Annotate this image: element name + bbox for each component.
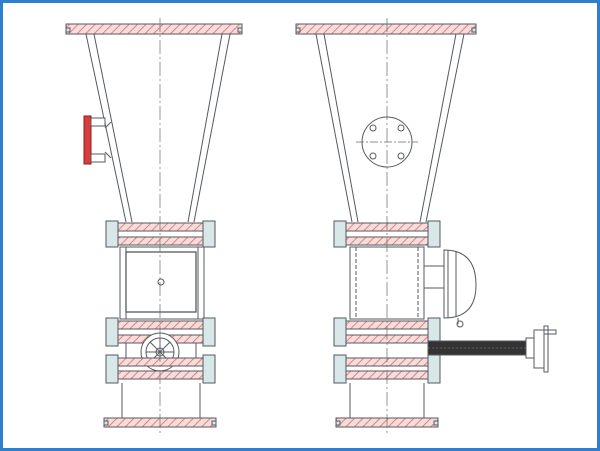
spindle-bracket (525, 325, 557, 373)
gate-housing (119, 246, 205, 320)
lower-flange (105, 354, 216, 384)
front-view (65, 18, 243, 436)
top-flange (65, 23, 243, 35)
side-view (295, 18, 557, 436)
inspection-cover (125, 251, 197, 313)
upper-flange (105, 220, 216, 248)
hopper-cone (85, 33, 231, 223)
hopper-cone (315, 33, 465, 223)
threaded-spindle (427, 340, 527, 356)
top-flange (295, 23, 477, 35)
actuator-motor (423, 249, 477, 328)
level-sight-glass (83, 115, 112, 165)
